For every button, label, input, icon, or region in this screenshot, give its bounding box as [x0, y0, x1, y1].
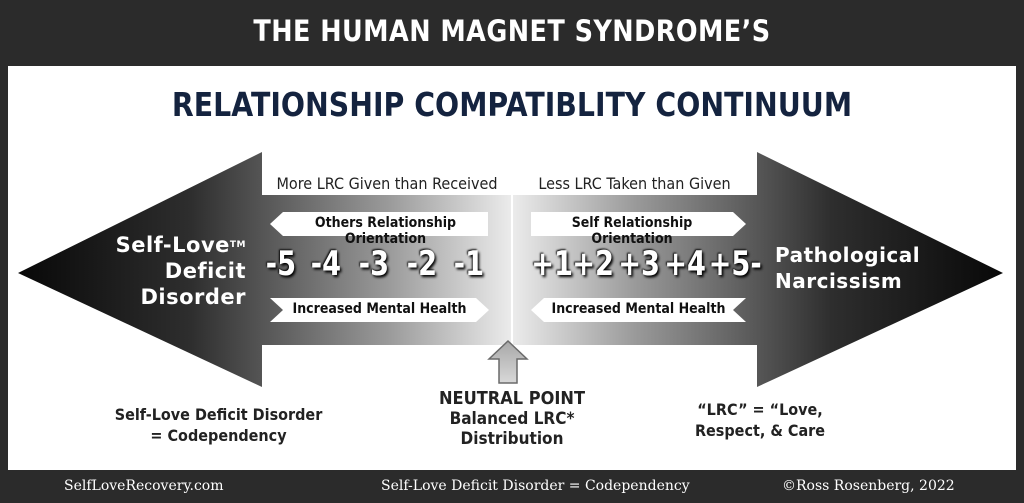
left-note-line1: Self-Love Deficit Disorder	[114, 405, 323, 424]
codependency-note: Self-Love Deficit Disorder = Codependenc…	[106, 404, 331, 446]
scale-value: +5-	[708, 244, 762, 284]
lrc-definition-note: “LRC” = “Love, Respect, & Care	[680, 399, 840, 441]
top-label-band	[262, 164, 757, 195]
right-health-banner	[531, 298, 746, 322]
scale-value: +2	[572, 244, 614, 284]
left-health-banner	[270, 298, 489, 322]
neutral-line1: NEUTRAL POINT	[438, 388, 586, 409]
right-note-line2: Respect, & Care	[694, 421, 826, 440]
scale-value: -1	[453, 244, 485, 284]
right-note-line1: “LRC” = “Love,	[697, 400, 823, 419]
neutral-line3: Distribution	[460, 429, 564, 449]
scale-value: -2	[406, 244, 438, 284]
right-end-line1: Pathological	[775, 243, 921, 267]
others-orientation-banner	[270, 212, 488, 236]
neutral-point-label: NEUTRAL POINT Balanced LRC* Distribution	[424, 388, 600, 450]
footer-website: SelfLoveRecovery.com	[64, 478, 224, 494]
self-orientation-banner	[531, 212, 746, 236]
right-end-line2: Narcissism	[775, 269, 903, 293]
top-banner	[0, 0, 1024, 66]
banner-title: THE HUMAN MAGNET SYNDROME’S	[253, 14, 771, 48]
self-orientation-label: Self Relationship Orientation	[571, 215, 693, 247]
self-love-deficit-disorder-label: Self-LoveTM Deficit Disorder	[96, 232, 246, 310]
left-top-label: More LRC Given than Received	[276, 174, 498, 193]
footer-copyright: ©Ross Rosenberg, 2022	[782, 478, 955, 494]
scale-value: -4	[310, 244, 342, 284]
left-note-line2: = Codependency	[150, 426, 287, 445]
scale-value: +4	[664, 244, 706, 284]
scale-value: -5	[265, 244, 297, 284]
others-orientation-label: Others Relationship Orientation	[314, 215, 457, 247]
arrow-right-half	[512, 152, 1003, 387]
trademark-mark: TM	[229, 240, 246, 250]
scale-value: +1	[531, 244, 573, 284]
pathological-narcissism-label: Pathological Narcissism	[775, 242, 975, 294]
arrow-left-half	[18, 152, 512, 387]
scale-value: +3	[618, 244, 660, 284]
neutral-up-arrow	[487, 339, 529, 384]
left-mental-health-label: Increased Mental Health	[292, 301, 467, 317]
footer-tagline: Self-Love Deficit Disorder = Codependenc…	[381, 478, 690, 494]
left-end-line2: Deficit	[164, 259, 246, 283]
right-mental-health-label: Increased Mental Health	[551, 301, 726, 317]
left-end-line3: Disorder	[140, 285, 246, 309]
neutral-line2: Balanced LRC*	[449, 409, 575, 429]
left-end-line1: Self-Love	[115, 233, 230, 257]
continuum-title: RELATIONSHIP COMPATIBLITY CONTINUUM	[171, 85, 853, 124]
scale-value: -3	[358, 244, 390, 284]
right-top-label: Less LRC Taken than Given	[538, 174, 731, 193]
